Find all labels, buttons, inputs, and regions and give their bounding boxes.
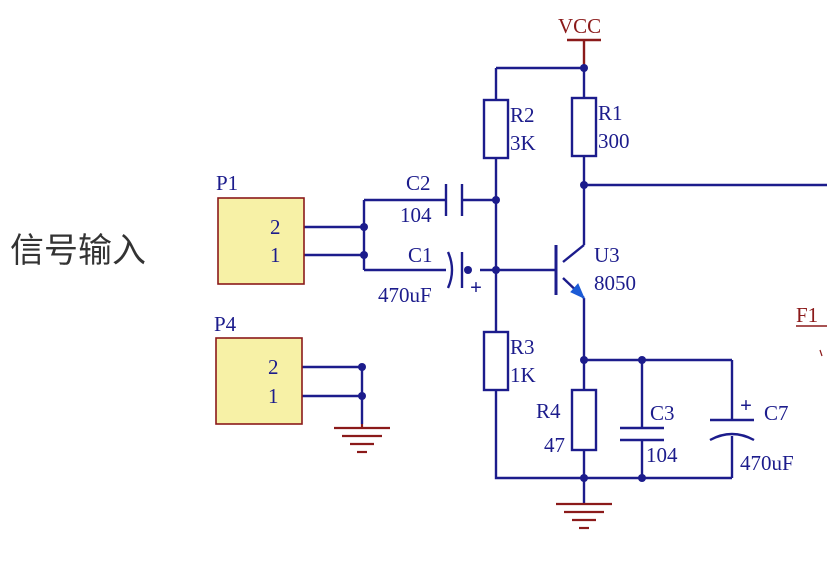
- r1-resistor: [570, 96, 598, 158]
- c1-capacitor: [446, 251, 464, 289]
- r4-resistor: [570, 388, 598, 452]
- p4-pin-2: 2: [268, 355, 279, 379]
- power-rail-icon: [567, 38, 601, 68]
- c2-designator: C2: [406, 171, 431, 195]
- c7-value: 470uF: [740, 451, 794, 475]
- p1-pin-1: 1: [270, 243, 281, 267]
- f1-net-tick: [819, 349, 823, 357]
- c7-designator: C7: [764, 401, 789, 425]
- ground-icon: [556, 502, 612, 530]
- npn-transistor-icon: [554, 245, 585, 299]
- c2-capacitor: [444, 184, 464, 216]
- signal-input-label: 信号输入: [10, 231, 146, 271]
- u3-value: 8050: [594, 271, 636, 295]
- r2-value: 3K: [510, 131, 536, 155]
- u3-designator: U3: [594, 243, 620, 267]
- r4-value: 47: [544, 433, 565, 457]
- ground-icon: [334, 424, 390, 454]
- c7-capacitor: [709, 418, 755, 442]
- p1-pin-2: 2: [270, 215, 281, 239]
- vcc-label: VCC: [558, 14, 601, 38]
- c1-polarity: +: [470, 275, 482, 299]
- c2-value: 104: [400, 203, 432, 227]
- p4-pin-1: 1: [268, 384, 279, 408]
- c7-polarity: +: [740, 393, 752, 417]
- f1-net-label: F1: [796, 303, 818, 327]
- c3-designator: C3: [650, 401, 675, 425]
- r3-value: 1K: [510, 363, 536, 387]
- c1-designator: C1: [408, 243, 433, 267]
- p1-designator: P1: [216, 171, 238, 195]
- p4-connector: [215, 337, 303, 425]
- p1-connector: [217, 197, 305, 285]
- junction-dots: [358, 64, 646, 482]
- c3-value: 104: [646, 443, 678, 467]
- r2-resistor: [482, 98, 510, 160]
- r3-resistor: [482, 330, 510, 392]
- p4-designator: P4: [214, 312, 237, 336]
- r1-value: 300: [598, 129, 630, 153]
- c3-capacitor: [620, 426, 664, 442]
- r4-designator: R4: [536, 399, 561, 423]
- r1-designator: R1: [598, 101, 623, 125]
- c1-value: 470uF: [378, 283, 432, 307]
- r3-designator: R3: [510, 335, 535, 359]
- r2-designator: R2: [510, 103, 535, 127]
